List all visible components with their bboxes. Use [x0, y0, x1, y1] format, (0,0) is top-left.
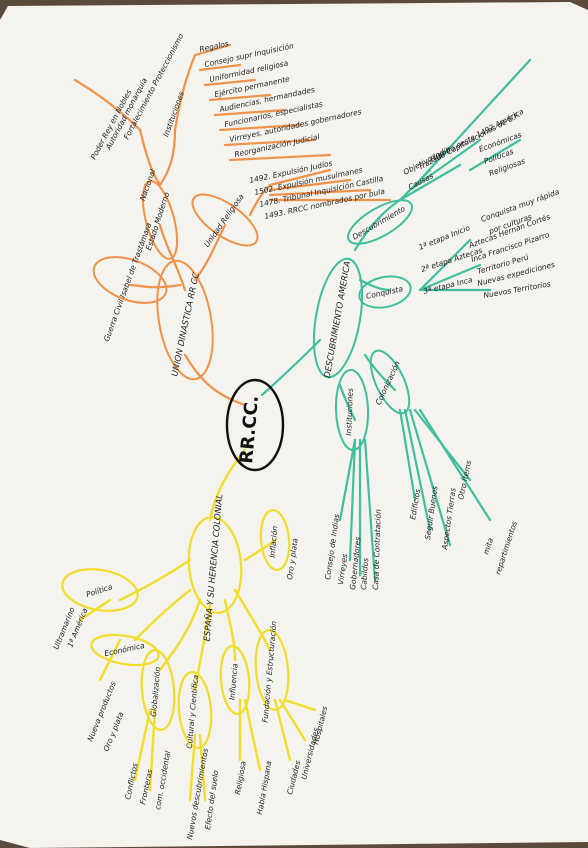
- fundacion-node: [254, 629, 290, 711]
- instituciones-teal-label: Instituciones: [344, 388, 355, 436]
- estado-moderno-node: [141, 180, 179, 260]
- descubrimiento-node: [347, 199, 413, 245]
- influencia-node: [219, 645, 251, 715]
- cultural-cientifica-node: [177, 671, 213, 749]
- economica-node: [90, 633, 160, 667]
- inst-item-1: Virreyes: [336, 553, 349, 585]
- instituciones-teal-node: [334, 369, 370, 451]
- influencia-label: Influencia: [227, 663, 239, 701]
- colonizacion-node: [369, 349, 411, 415]
- guerra-civil-node: [92, 256, 168, 304]
- herencia-colonial-node: [187, 516, 243, 614]
- conquista-node: [358, 275, 412, 309]
- globalizacion-label: Globalización: [149, 666, 162, 717]
- orange-branch-group: [73, 43, 392, 407]
- inst-item-3: Cabildos: [359, 557, 370, 590]
- globalizacion-node: [140, 649, 176, 731]
- teal-branch-group: [260, 58, 532, 582]
- politica-node: [61, 568, 139, 612]
- inflacion-label: Inflación: [268, 525, 280, 558]
- unidad-religiosa-node: [191, 193, 259, 247]
- inst-item-4: Casa de Contratación: [371, 509, 383, 590]
- union-dinastica-node: [156, 259, 214, 381]
- yellow-branch-group: [78, 448, 317, 802]
- descubrimiento-america-node: [312, 257, 364, 379]
- inflacion-node: [259, 508, 291, 572]
- center-node: [225, 378, 285, 472]
